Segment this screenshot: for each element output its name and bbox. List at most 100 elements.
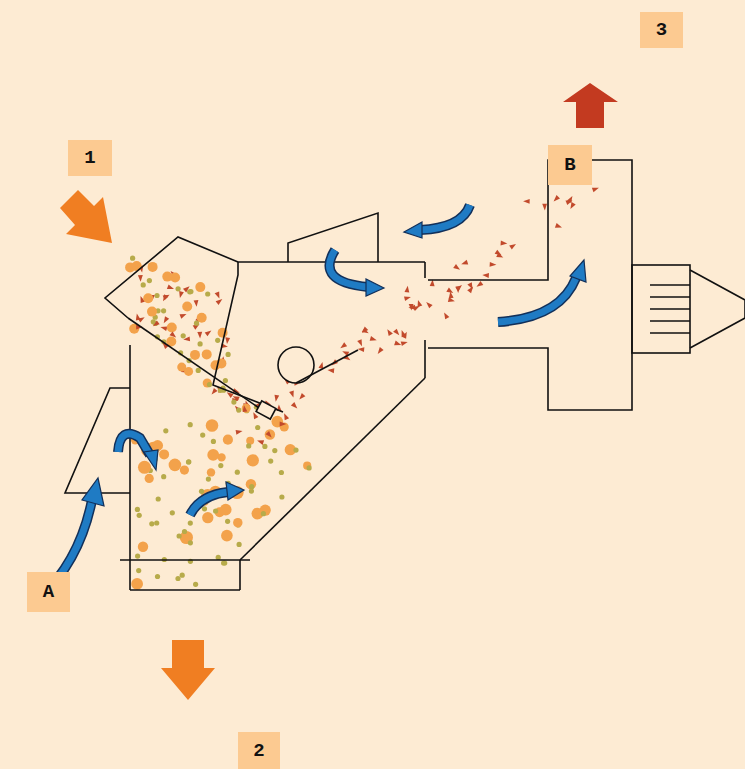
- feed-arrow: [60, 190, 112, 243]
- fine-particle: [509, 244, 516, 250]
- particle: [307, 465, 312, 470]
- particle: [141, 282, 146, 287]
- particle: [170, 510, 175, 515]
- callout-label: A: [27, 572, 70, 612]
- fine-particle: [444, 312, 449, 319]
- particle: [225, 519, 230, 524]
- particle: [161, 308, 166, 313]
- particle: [199, 489, 204, 494]
- particle: [272, 448, 277, 453]
- particle: [235, 470, 240, 475]
- fine-particle: [409, 304, 414, 311]
- particle: [205, 291, 210, 296]
- particle: [163, 428, 168, 433]
- particle: [207, 449, 219, 461]
- particle: [233, 518, 242, 527]
- particle: [203, 379, 212, 388]
- particle: [194, 321, 199, 326]
- fine-particle: [194, 300, 199, 307]
- fine-particle: [216, 299, 223, 305]
- particle: [186, 459, 191, 464]
- particle: [177, 363, 186, 372]
- particle: [175, 576, 180, 581]
- particle: [236, 408, 241, 413]
- fine-particle: [328, 368, 335, 373]
- particle: [188, 540, 193, 545]
- particle: [147, 278, 152, 283]
- particle: [186, 459, 191, 464]
- particle: [195, 282, 205, 292]
- particle: [156, 496, 161, 501]
- fine-particle: [225, 337, 230, 344]
- particle: [279, 470, 284, 475]
- particle: [181, 333, 186, 338]
- particle: [143, 293, 153, 303]
- particle: [206, 419, 219, 432]
- particle: [207, 382, 212, 387]
- fine-particle: [357, 339, 362, 346]
- particle: [188, 521, 193, 526]
- callout-label: 3: [640, 12, 683, 48]
- fine-particle: [449, 292, 454, 299]
- particle: [280, 422, 289, 431]
- particle: [180, 573, 185, 578]
- particle: [176, 286, 181, 291]
- fine-particle: [153, 320, 160, 326]
- particle: [303, 462, 311, 470]
- particle: [159, 449, 169, 459]
- fine-particle: [299, 393, 305, 400]
- particles: [125, 188, 599, 590]
- fine-particle: [496, 253, 503, 258]
- air-flow-arrows: [40, 205, 576, 598]
- particle: [147, 307, 157, 317]
- particle: [130, 256, 135, 261]
- fine-particle: [393, 329, 399, 336]
- fine-particle: [180, 314, 187, 319]
- particle: [198, 341, 203, 346]
- fine-particle: [453, 264, 460, 270]
- particle: [231, 400, 236, 405]
- particle: [220, 504, 232, 516]
- particle: [279, 494, 284, 499]
- fine-particle: [555, 223, 562, 228]
- fine-particle: [340, 342, 347, 348]
- particle: [246, 443, 251, 448]
- particle: [182, 529, 187, 534]
- particle: [246, 479, 256, 489]
- fine-particle: [405, 286, 410, 293]
- fine-particle: [446, 288, 453, 294]
- particle: [223, 435, 233, 445]
- fine-particle: [179, 291, 184, 298]
- fine-particle: [275, 395, 280, 402]
- fine-particle: [404, 296, 411, 301]
- fine-particle: [266, 431, 272, 438]
- fine-particle: [461, 260, 468, 265]
- particle: [154, 520, 159, 525]
- particle: [167, 323, 177, 333]
- particle: [155, 574, 160, 579]
- fine-particle: [378, 347, 384, 354]
- particle: [180, 465, 189, 474]
- fine-particle: [160, 326, 167, 331]
- fine-particle: [418, 300, 423, 307]
- fine-particle: [243, 405, 248, 412]
- particle: [249, 484, 254, 489]
- fine-particle: [370, 336, 377, 341]
- fine-particle: [482, 273, 489, 278]
- particle: [268, 459, 273, 464]
- fine-particle: [280, 422, 287, 427]
- particle: [246, 437, 254, 445]
- fine-particle: [467, 282, 472, 289]
- fine-particle: [253, 412, 258, 419]
- fine-particle: [567, 196, 572, 203]
- particle: [193, 582, 198, 587]
- fine-particle: [592, 188, 599, 193]
- air-arrow-heads: [82, 222, 586, 506]
- fine-particle: [215, 291, 220, 298]
- particle: [237, 542, 242, 547]
- coarse-output-arrow: [161, 640, 215, 700]
- fine-particle: [362, 328, 369, 333]
- particle: [200, 433, 205, 438]
- particle: [226, 352, 231, 357]
